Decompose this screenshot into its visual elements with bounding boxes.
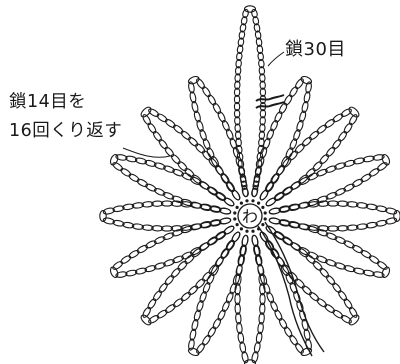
yarn-tail [257,221,325,357]
leader-lines [122,51,285,158]
stitch-dot [235,205,239,209]
repeat-label: 鎖14目を 16回くり返す [9,88,122,146]
stitch-dot [233,217,237,221]
break-gap [244,93,256,111]
long-petal-label: 鎖30目 [285,39,346,60]
stitch-dot [239,227,243,231]
break-mark [255,94,285,109]
stitch-dot [261,223,265,227]
stitch-dot [239,201,243,205]
stitch-dot [245,199,249,203]
stitch-dot [235,223,239,227]
magic-ring-label: わ [242,207,258,226]
stitch-dot [233,211,237,215]
stitch-dot [263,217,267,221]
petal-chain [187,75,249,201]
stitch-dot [257,201,261,205]
petal-chain [99,200,232,232]
magic-ring [237,203,263,229]
petal-chain [268,200,400,232]
petal-chains [99,5,400,364]
repeat-label-line2: 16回くり返す [9,121,123,141]
repeat-label-line1: 鎖14目を [9,92,87,112]
stitch-dot [251,229,255,233]
center-dots [233,199,267,233]
petal-chain [234,234,266,364]
stitch-dot [245,229,249,233]
stitch-dot [263,211,267,215]
stitch-dot [251,199,255,203]
stitch-dot [261,205,265,209]
